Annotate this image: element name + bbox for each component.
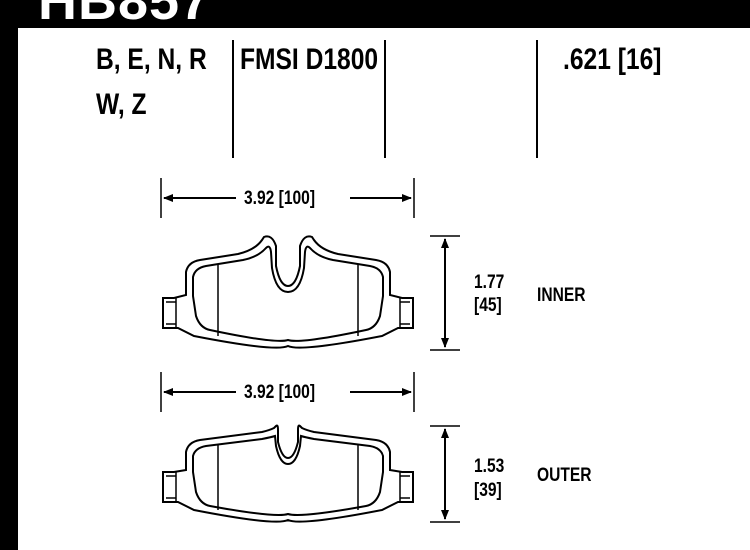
outer-pad-label: OUTER	[537, 465, 592, 486]
inner-height-metric: [45]	[474, 295, 502, 316]
inner-pad-label: INNER	[537, 285, 586, 306]
outer-width-dimension	[160, 372, 415, 412]
pad-thickness: .621 [16]	[563, 43, 662, 76]
compound-codes-line2: W, Z	[96, 88, 147, 121]
outer-width-label: 3.92 [100]	[244, 382, 316, 403]
inner-height-value: 1.77	[474, 272, 505, 293]
top-frame-bar	[0, 0, 750, 28]
outer-height-dimension	[430, 425, 460, 523]
fmsi-number: FMSI D1800	[240, 43, 379, 76]
outer-pad-outline	[162, 424, 414, 523]
outer-height-value: 1.53	[474, 456, 505, 477]
outer-height-metric: [39]	[474, 480, 502, 501]
inner-width-dimension	[160, 178, 415, 218]
header-divider-2	[384, 40, 386, 158]
compound-codes-line1: B, E, N, R	[96, 43, 207, 76]
header-divider-3	[536, 40, 538, 158]
header-divider-1	[232, 40, 234, 158]
inner-pad-outline	[162, 235, 414, 349]
part-number: HB857	[38, 0, 212, 31]
inner-width-label: 3.92 [100]	[244, 188, 316, 209]
inner-height-dimension	[430, 235, 460, 351]
left-frame-bar	[0, 0, 18, 550]
